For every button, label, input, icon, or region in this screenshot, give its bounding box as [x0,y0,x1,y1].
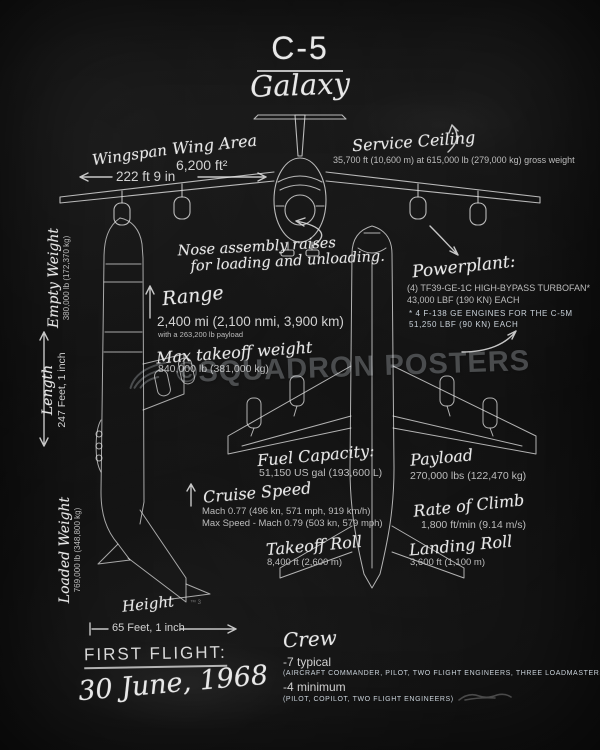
side-view-drawing [95,217,211,603]
payload-value: 270,000 lbs (122,470 kg) [410,470,527,482]
front-view-drawing [59,114,541,257]
powerplant-line4: 51,250 LBF (90 KN) EACH [409,320,519,329]
length-label: Length [40,364,56,416]
fuel-capacity-value: 51,150 US gal (193,600 L) [259,467,383,479]
service-ceiling-value: 35,700 ft (10,600 m) at 615,000 lb (279,… [333,155,575,165]
loaded-weight-block: Loaded Weight 769,000 lb (348,800 kg) [57,470,91,630]
cruise-speed-line1: Mach 0.77 (496 kn, 571 mph, 919 km/h) [202,506,371,517]
first-flight-label: FIRST FLIGHT: [83,642,228,670]
length-value: 247 Feet, 1 inch [56,352,68,428]
length-block: Length 247 Feet, 1 inch [40,310,76,470]
range-value: 2,400 mi (2,100 nmi, 3,900 km) [157,314,344,329]
crew-minimum: -4 minimum [283,680,346,694]
squadron-posters-wing-icon [129,361,167,389]
loaded-weight-value: 769,000 lb (348,800 kg) [73,507,82,593]
watermark: ©SQUADRON POSTERS [128,345,531,392]
loaded-weight-label: Loaded Weight [57,496,73,604]
crew-typical: -7 typical [283,655,332,669]
signature-scribble [458,693,512,701]
crew-minimum-detail: (PILOT, COPILOT, TWO FLIGHT ENGINEERS) [283,696,454,703]
crew-label: Crew [282,625,338,653]
powerplant-line1: (4) TF39-GE-1C HIGH-BYPASS TURBOFAN* [407,283,591,293]
max-takeoff-weight-value: 840,000 lb (381,000 kg) [158,363,269,375]
range-note: with a 263,200 lb payload [158,330,244,339]
powerplant-line3: * 4 F-138 GE ENGINES FOR THE C-5M [409,309,573,318]
wingspan-value: 222 ft 9 in [116,169,176,184]
page-title: C-5 [0,30,600,72]
takeoff-roll-value: 8,400 ft (2,600 m) [267,557,342,568]
height-value: 65 Feet, 1 inch [112,622,185,634]
tm-mark: ™ 3 [190,600,202,606]
landing-roll-value: 3,600 ft (1,100 m) [410,557,485,568]
crew-typical-detail: (AIRCRAFT COMMANDER, PILOT, TWO FLIGHT E… [283,670,600,677]
top-view-drawing [227,225,537,589]
wing-area-value: 6,200 ft² [176,157,228,173]
title-text: C-5 [257,30,343,72]
rate-of-climb-value: 1,800 ft/min (9.14 m/s) [421,519,527,531]
powerplant-line2: 43,000 LBF (190 KN) EACH [407,295,520,305]
cruise-speed-line2: Max Speed - Mach 0.79 (503 kn, 579 mph) [202,518,383,529]
